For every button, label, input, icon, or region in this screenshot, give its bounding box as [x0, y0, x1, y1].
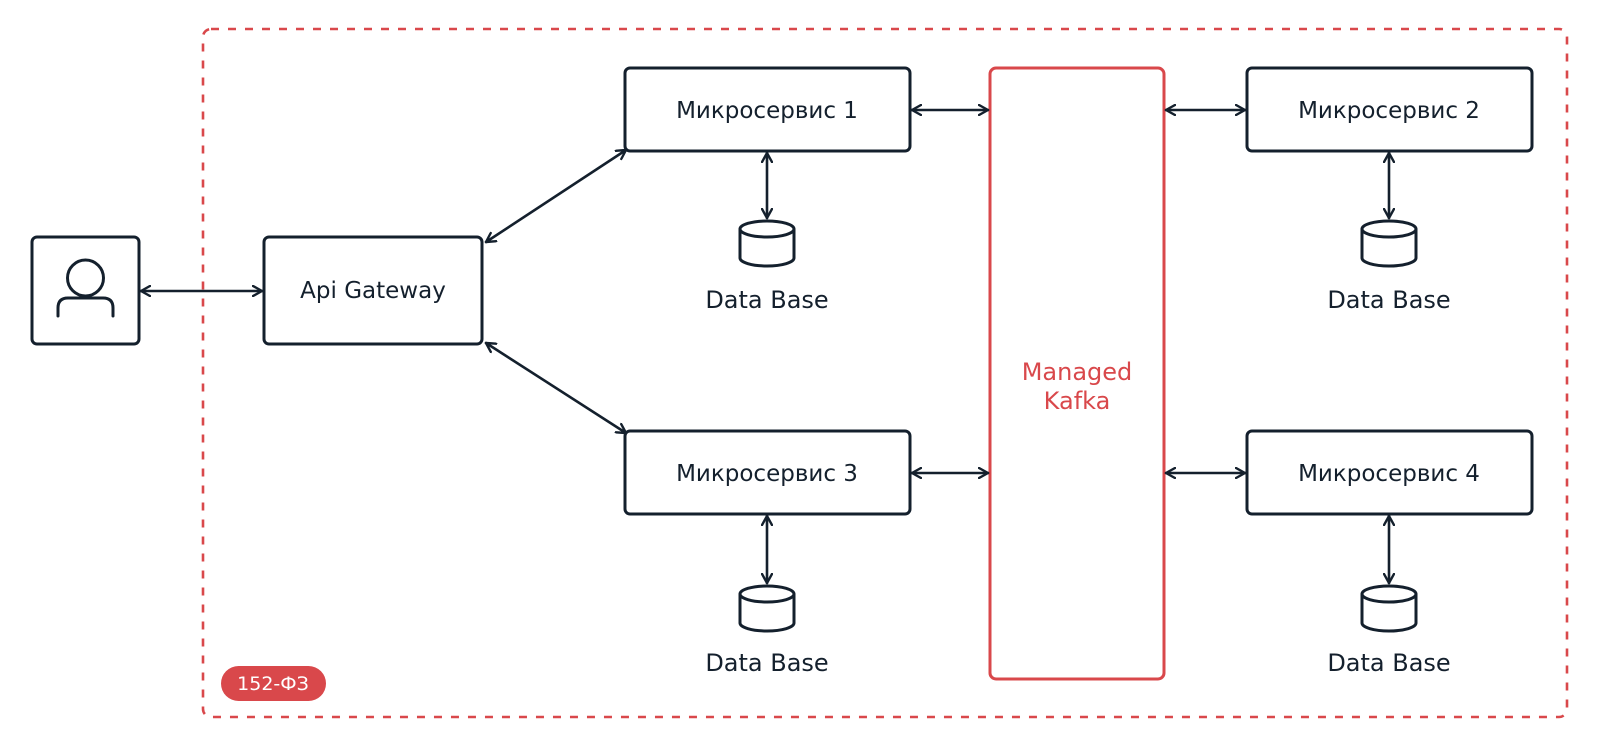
microservice-4-label: Микросервис 4 [1298, 461, 1480, 487]
user-box [30, 235, 141, 346]
connector-gateway-ms1 [484, 148, 628, 244]
database-2-label: Data Base [1327, 286, 1450, 314]
database-icon [738, 219, 796, 268]
database-3: Data Base [705, 584, 829, 677]
zone-badge-label: 152-ФЗ [237, 673, 309, 695]
microservice-4-box: Микросервис 4 [1245, 429, 1534, 516]
database-1: Data Base [705, 219, 829, 314]
microservice-3-box: Микросервис 3 [623, 429, 912, 516]
kafka-label-line1: Managed [1022, 358, 1133, 386]
api-gateway-label: Api Gateway [300, 278, 446, 304]
database-2: Data Base [1327, 219, 1451, 314]
microservice-1-box: Микросервис 1 [623, 66, 912, 153]
microservice-1-label: Микросервис 1 [676, 98, 858, 124]
database-4-label: Data Base [1327, 649, 1450, 677]
microservice-2-label: Микросервис 2 [1298, 98, 1480, 124]
database-3-label: Data Base [705, 649, 828, 677]
database-icon [738, 584, 796, 633]
database-icon [1360, 584, 1418, 633]
api-gateway-box: Api Gateway [262, 235, 484, 346]
zone-badge: 152-ФЗ [221, 666, 326, 701]
microservice-3-label: Микросервис 3 [676, 461, 858, 487]
database-1-label: Data Base [705, 286, 828, 314]
user-icon [56, 258, 115, 318]
kafka-label-line2: Kafka [1044, 387, 1111, 415]
database-icon [1360, 219, 1418, 268]
kafka-box: Managed Kafka [988, 66, 1166, 681]
microservice-2-box: Микросервис 2 [1245, 66, 1534, 153]
compliance-zone-border [201, 27, 1569, 719]
database-4: Data Base [1327, 584, 1451, 677]
connector-gateway-ms3 [484, 341, 628, 435]
